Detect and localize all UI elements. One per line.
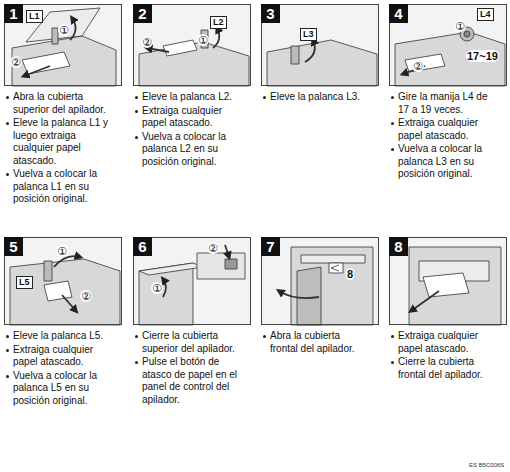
instruction-bullet: Pulse el botón de atasco de papel en el … <box>142 356 238 406</box>
stacker-illustration <box>261 4 379 86</box>
callout-label: L3 <box>300 28 317 41</box>
callout-label: ② <box>141 36 153 48</box>
illustration-frame: 1 <box>4 4 122 86</box>
instruction-bullet: Abra la cubierta frontal del apilador. <box>270 330 366 355</box>
instruction-bullet: Eleve la palanca L1 y luego extraiga cua… <box>13 117 109 167</box>
instruction-bullet: Vuelva a colocar la palanca L3 en su pos… <box>398 143 494 181</box>
stacker-illustration <box>133 237 251 325</box>
stacker-illustration <box>261 237 379 325</box>
callout-label: L5 <box>16 276 33 289</box>
callout-label: ① <box>58 24 70 36</box>
callout-label: ① <box>454 20 466 32</box>
step-number: 6 <box>133 237 152 256</box>
instruction-bullet: Vuelva a colocar la palanca L1 en su pos… <box>13 168 109 206</box>
instruction-list: Extraiga cualquier papel atascado.Cierre… <box>389 330 507 381</box>
step-panel: 4Gire la manija L4 de 17 a 19 veces.Extr… <box>389 4 507 181</box>
instruction-bullet: Extraiga cualquier papel atascado. <box>142 105 238 130</box>
stacker-illustration <box>389 237 507 325</box>
step-number: 4 <box>389 4 408 23</box>
step-number: 7 <box>261 237 280 256</box>
instruction-bullet: Gire la manija L4 de 17 a 19 veces. <box>398 91 494 116</box>
callout-label: ② <box>80 290 92 302</box>
callout-label: ② <box>412 60 424 72</box>
instruction-list: Abra la cubierta frontal del apilador. <box>261 330 379 355</box>
step-panel: 2Eleve la palanca L2.Extraiga cualquier … <box>133 4 251 168</box>
illustration-frame: 3 <box>261 4 379 86</box>
callout-label: 8 <box>346 268 354 280</box>
figure-code: ES B5C006S <box>468 462 505 469</box>
instruction-bullet: Eleve la palanca L3. <box>270 91 366 104</box>
instruction-bullet: Extraiga cualquier papel atascado. <box>398 330 494 355</box>
stacker-illustration <box>4 4 122 86</box>
step-panel: 7Abra la cubierta frontal del apilador. <box>261 237 379 355</box>
callout-label: ② <box>207 242 219 254</box>
step-number: 2 <box>133 4 152 23</box>
step-panel: 3Eleve la palanca L3. <box>261 4 379 104</box>
instruction-bullet: Abra la cubierta superior del apilador. <box>13 91 109 116</box>
callout-label: ② <box>10 56 22 68</box>
step-panel: 8Extraiga cualquier papel atascado.Cierr… <box>389 237 507 381</box>
stacker-illustration <box>389 4 507 86</box>
illustration-frame: 8 <box>389 237 507 325</box>
step-number: 3 <box>261 4 280 23</box>
instruction-bullet: Cierre la cubierta superior del apilador… <box>142 330 238 355</box>
step-panel: 5Eleve la palanca L5.Extraiga cualquier … <box>4 237 122 407</box>
instruction-bullet: Cierre la cubierta frontal del apilador. <box>398 356 494 381</box>
stacker-illustration <box>133 4 251 86</box>
step-panel: 6Cierre la cubierta superior del apilado… <box>133 237 251 406</box>
instruction-bullet: Eleve la palanca L5. <box>13 330 109 343</box>
illustration-frame: 6 <box>133 237 251 325</box>
instruction-bullet: Extraiga cualquier papel atascado. <box>13 344 109 369</box>
instruction-list: Eleve la palanca L5.Extraiga cualquier p… <box>4 330 122 407</box>
callout-label: L1 <box>26 10 43 23</box>
step-number: 8 <box>389 237 408 256</box>
callout-label: L4 <box>477 8 494 21</box>
step-number: 1 <box>4 4 23 23</box>
instruction-list: Gire la manija L4 de 17 a 19 veces.Extra… <box>389 91 507 181</box>
callout-label: 17~19 <box>466 50 499 62</box>
callout-label: ① <box>151 282 163 294</box>
callout-label: L2 <box>210 16 227 29</box>
instruction-list: Eleve la palanca L3. <box>261 91 379 104</box>
instruction-bullet: Extraiga cualquier papel atascado. <box>398 117 494 142</box>
callout-label: ① <box>56 245 68 257</box>
instruction-list: Eleve la palanca L2.Extraiga cualquier p… <box>133 91 251 168</box>
illustration-frame: 7 <box>261 237 379 325</box>
step-number: 5 <box>4 237 23 256</box>
callout-label: ① <box>197 34 209 46</box>
instruction-list: Abra la cubierta superior del apilador.E… <box>4 91 122 206</box>
instruction-list: Cierre la cubierta superior del apilador… <box>133 330 251 406</box>
stacker-illustration <box>4 237 122 325</box>
instruction-bullet: Vuelva a colocar la palanca L5 en su pos… <box>13 370 109 408</box>
instruction-bullet: Eleve la palanca L2. <box>142 91 238 104</box>
instruction-bullet: Vuelva a colocar la palanca L2 en su pos… <box>142 131 238 169</box>
